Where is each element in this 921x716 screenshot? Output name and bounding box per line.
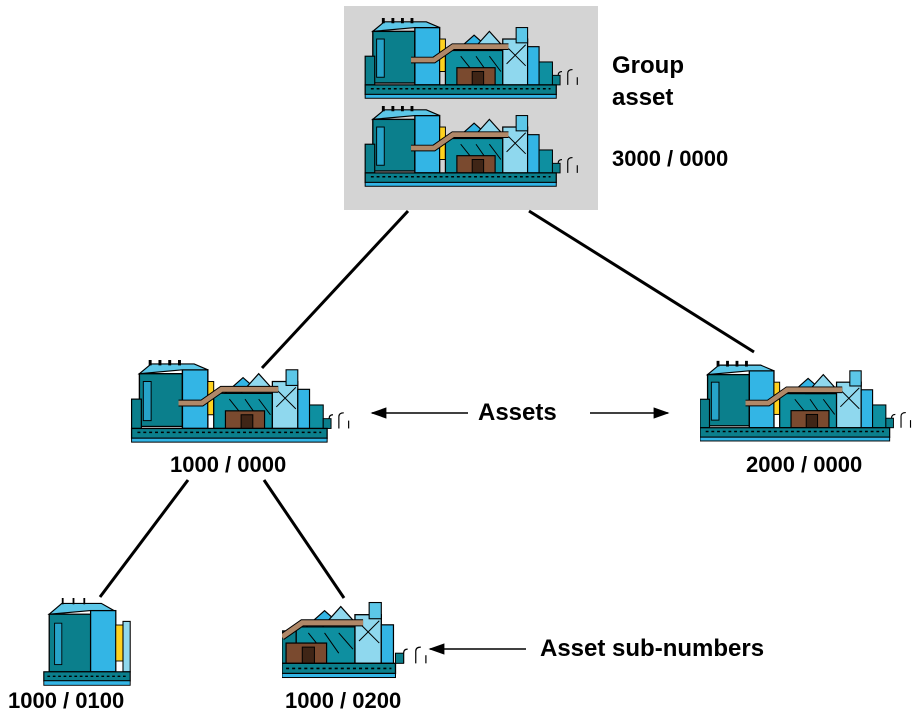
group-asset-title-line2: asset <box>612 84 674 111</box>
connector-group-to-1000 <box>260 209 410 370</box>
factory-icon <box>700 361 911 441</box>
connector-1000-to-0100 <box>98 479 190 598</box>
asset-number-2000: 2000 / 0000 <box>746 452 863 477</box>
connector-group-to-2000 <box>528 209 755 354</box>
group-asset-title-line1: Group <box>612 52 684 79</box>
sub-number-0100: 1000 / 0100 <box>8 688 125 713</box>
group-asset-number: 3000 / 0000 <box>612 146 729 171</box>
factory-icon <box>132 360 349 442</box>
sub-number-0200: 1000 / 0200 <box>285 688 402 713</box>
asset-sub-numbers-label: Asset sub-numbers <box>540 635 765 662</box>
factory-icon <box>42 598 132 687</box>
factory-icon <box>282 603 426 678</box>
connector-1000-to-0200 <box>262 479 346 599</box>
assets-label: Assets <box>478 399 557 426</box>
asset-number-1000: 1000 / 0000 <box>170 452 287 477</box>
